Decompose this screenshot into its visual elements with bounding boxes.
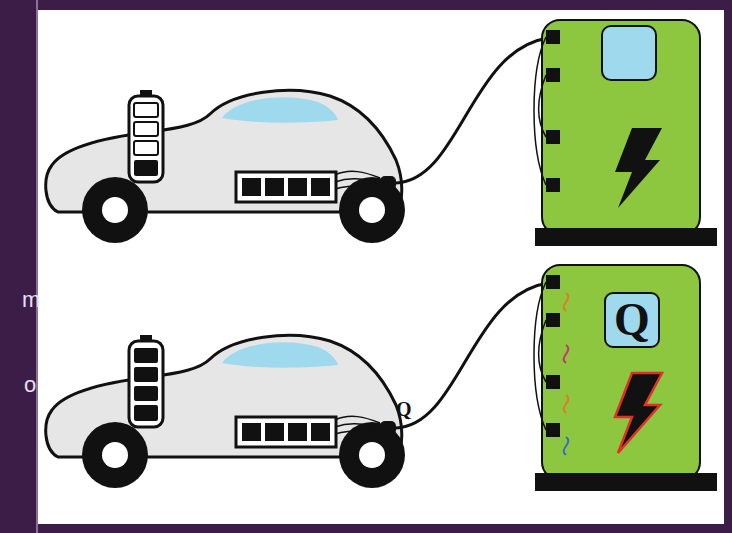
screen-box: Q	[604, 292, 660, 348]
screen-letter: Q	[614, 297, 650, 343]
car-q-mark: Q	[396, 398, 412, 421]
slide-text-fragment: o	[24, 372, 36, 398]
slide-text-fragment: m	[22, 287, 40, 313]
